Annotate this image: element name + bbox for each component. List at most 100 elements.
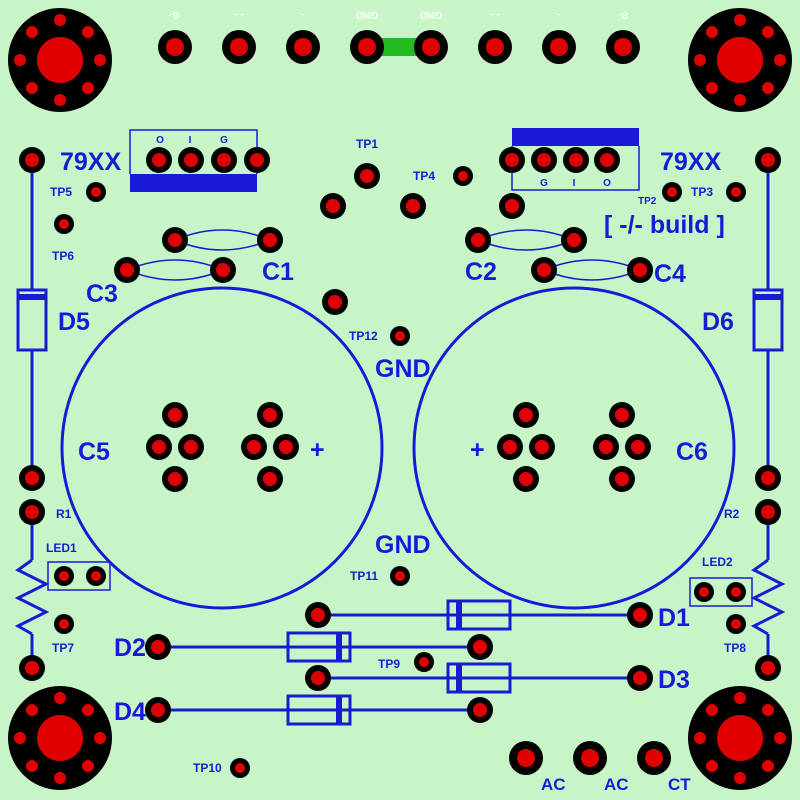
pad-58 bbox=[726, 582, 746, 602]
pad-1 bbox=[158, 30, 192, 64]
tp3-label: TP3 bbox=[691, 185, 713, 199]
pad-65 bbox=[390, 326, 410, 346]
small-capacitors: C1 C2 C3 C4 bbox=[86, 229, 686, 308]
pad-22 bbox=[561, 227, 587, 253]
c6-label: C6 bbox=[676, 438, 708, 466]
reg-right-pin-label-3: O bbox=[603, 178, 611, 189]
pad-79 bbox=[637, 741, 671, 775]
d3-label: D3 bbox=[658, 666, 690, 694]
pad-71 bbox=[145, 634, 171, 660]
pad-6 bbox=[478, 30, 512, 64]
pad-34 bbox=[162, 466, 188, 492]
pad-29 bbox=[499, 193, 525, 219]
reg-left-pin-label-2: I bbox=[189, 135, 192, 146]
pad-21 bbox=[465, 227, 491, 253]
regulator-right: G I O 79XX [ -/- build ] bbox=[511, 128, 725, 239]
tp10-label: TP10 bbox=[193, 761, 222, 775]
pad-43 bbox=[609, 402, 635, 428]
c6-outline bbox=[412, 286, 736, 610]
pad-25 bbox=[354, 163, 380, 189]
pad-19 bbox=[114, 257, 140, 283]
pad-47 bbox=[19, 147, 45, 173]
pad-2 bbox=[222, 30, 256, 64]
r1-label: R1 bbox=[56, 507, 72, 521]
top-pin-label-1: B- bbox=[169, 9, 180, 20]
rectifier-diodes: D1 D2 D3 D4 bbox=[114, 599, 690, 726]
pad-42 bbox=[513, 466, 539, 492]
pad-76 bbox=[467, 697, 493, 723]
tp6-label: TP6 bbox=[52, 249, 74, 263]
pad-40 bbox=[497, 434, 523, 460]
regulator-left: O I G 79XX bbox=[60, 129, 258, 192]
pad-53 bbox=[755, 499, 781, 525]
pad-31 bbox=[162, 402, 188, 428]
ac2-label: AC bbox=[604, 775, 629, 794]
pads bbox=[19, 30, 781, 778]
reg-left-pin-label-3: G bbox=[220, 135, 228, 146]
top-pin-label-4: GND bbox=[356, 9, 378, 20]
c2-label: C2 bbox=[465, 258, 497, 286]
top-pin-label-7: - bbox=[557, 9, 560, 20]
pad-11 bbox=[211, 147, 237, 173]
pad-68 bbox=[230, 758, 250, 778]
pad-44 bbox=[593, 434, 619, 460]
pad-70 bbox=[627, 602, 653, 628]
big-capacitors: C5 C6 + + GND GND bbox=[60, 286, 736, 610]
d1-label: D1 bbox=[658, 604, 690, 632]
pad-14 bbox=[531, 147, 557, 173]
pad-75 bbox=[145, 697, 171, 723]
pad-35 bbox=[257, 402, 283, 428]
left-side-traces: D5 R1 LED1 bbox=[14, 160, 111, 668]
pad-8 bbox=[606, 30, 640, 64]
pad-51 bbox=[755, 147, 781, 173]
reg-right-pin-label-2: I bbox=[573, 178, 576, 189]
right-side-traces: D6 R2 LED2 bbox=[689, 160, 786, 668]
pad-62 bbox=[726, 614, 746, 634]
pad-74 bbox=[627, 665, 653, 691]
pad-7 bbox=[542, 30, 576, 64]
pad-60 bbox=[54, 214, 74, 234]
pad-72 bbox=[467, 634, 493, 660]
pad-50 bbox=[19, 655, 45, 681]
pad-17 bbox=[162, 227, 188, 253]
tp12-label: TP12 bbox=[349, 329, 378, 343]
gnd-bottom-label: GND bbox=[375, 531, 431, 559]
d6-label: D6 bbox=[702, 308, 734, 336]
tp5-label: TP5 bbox=[50, 185, 72, 199]
pad-49 bbox=[19, 499, 45, 525]
led2-label: LED2 bbox=[702, 555, 733, 569]
pad-55 bbox=[54, 566, 74, 586]
top-pin-label-8: B- bbox=[618, 9, 629, 20]
pad-41 bbox=[529, 434, 555, 460]
pad-52 bbox=[755, 465, 781, 491]
pad-12 bbox=[244, 147, 270, 173]
reg-left-label: 79XX bbox=[60, 148, 121, 176]
r2-label: R2 bbox=[724, 507, 740, 521]
pad-27 bbox=[400, 193, 426, 219]
pad-33 bbox=[178, 434, 204, 460]
tp7-label: TP7 bbox=[52, 641, 74, 655]
pad-37 bbox=[273, 434, 299, 460]
pad-78 bbox=[573, 741, 607, 775]
led1-label: LED1 bbox=[46, 541, 77, 555]
pad-66 bbox=[390, 566, 410, 586]
test-point-labels: TP1 TP2 TP3 TP4 TP5 TP6 TP7 TP8 TP9 TP10… bbox=[50, 137, 746, 775]
c5-label: C5 bbox=[78, 438, 110, 466]
top-pin-label-6: - - bbox=[490, 9, 499, 20]
pad-18 bbox=[257, 227, 283, 253]
pad-24 bbox=[627, 257, 653, 283]
pad-10 bbox=[178, 147, 204, 173]
ct-label: CT bbox=[668, 775, 691, 794]
pad-63 bbox=[662, 182, 682, 202]
pad-13 bbox=[499, 147, 525, 173]
mounting-hole-top-left bbox=[8, 8, 112, 112]
build-label: [ -/- build ] bbox=[604, 211, 725, 239]
pad-77 bbox=[509, 741, 543, 775]
top-pin-label-2: - - bbox=[234, 9, 243, 20]
tp11-label: TP11 bbox=[350, 569, 378, 583]
pad-46 bbox=[609, 466, 635, 492]
tp2-label: TP2 bbox=[638, 196, 657, 207]
c4-label: C4 bbox=[654, 260, 686, 288]
reg-left-pin-label-1: O bbox=[156, 135, 164, 146]
pad-3 bbox=[286, 30, 320, 64]
